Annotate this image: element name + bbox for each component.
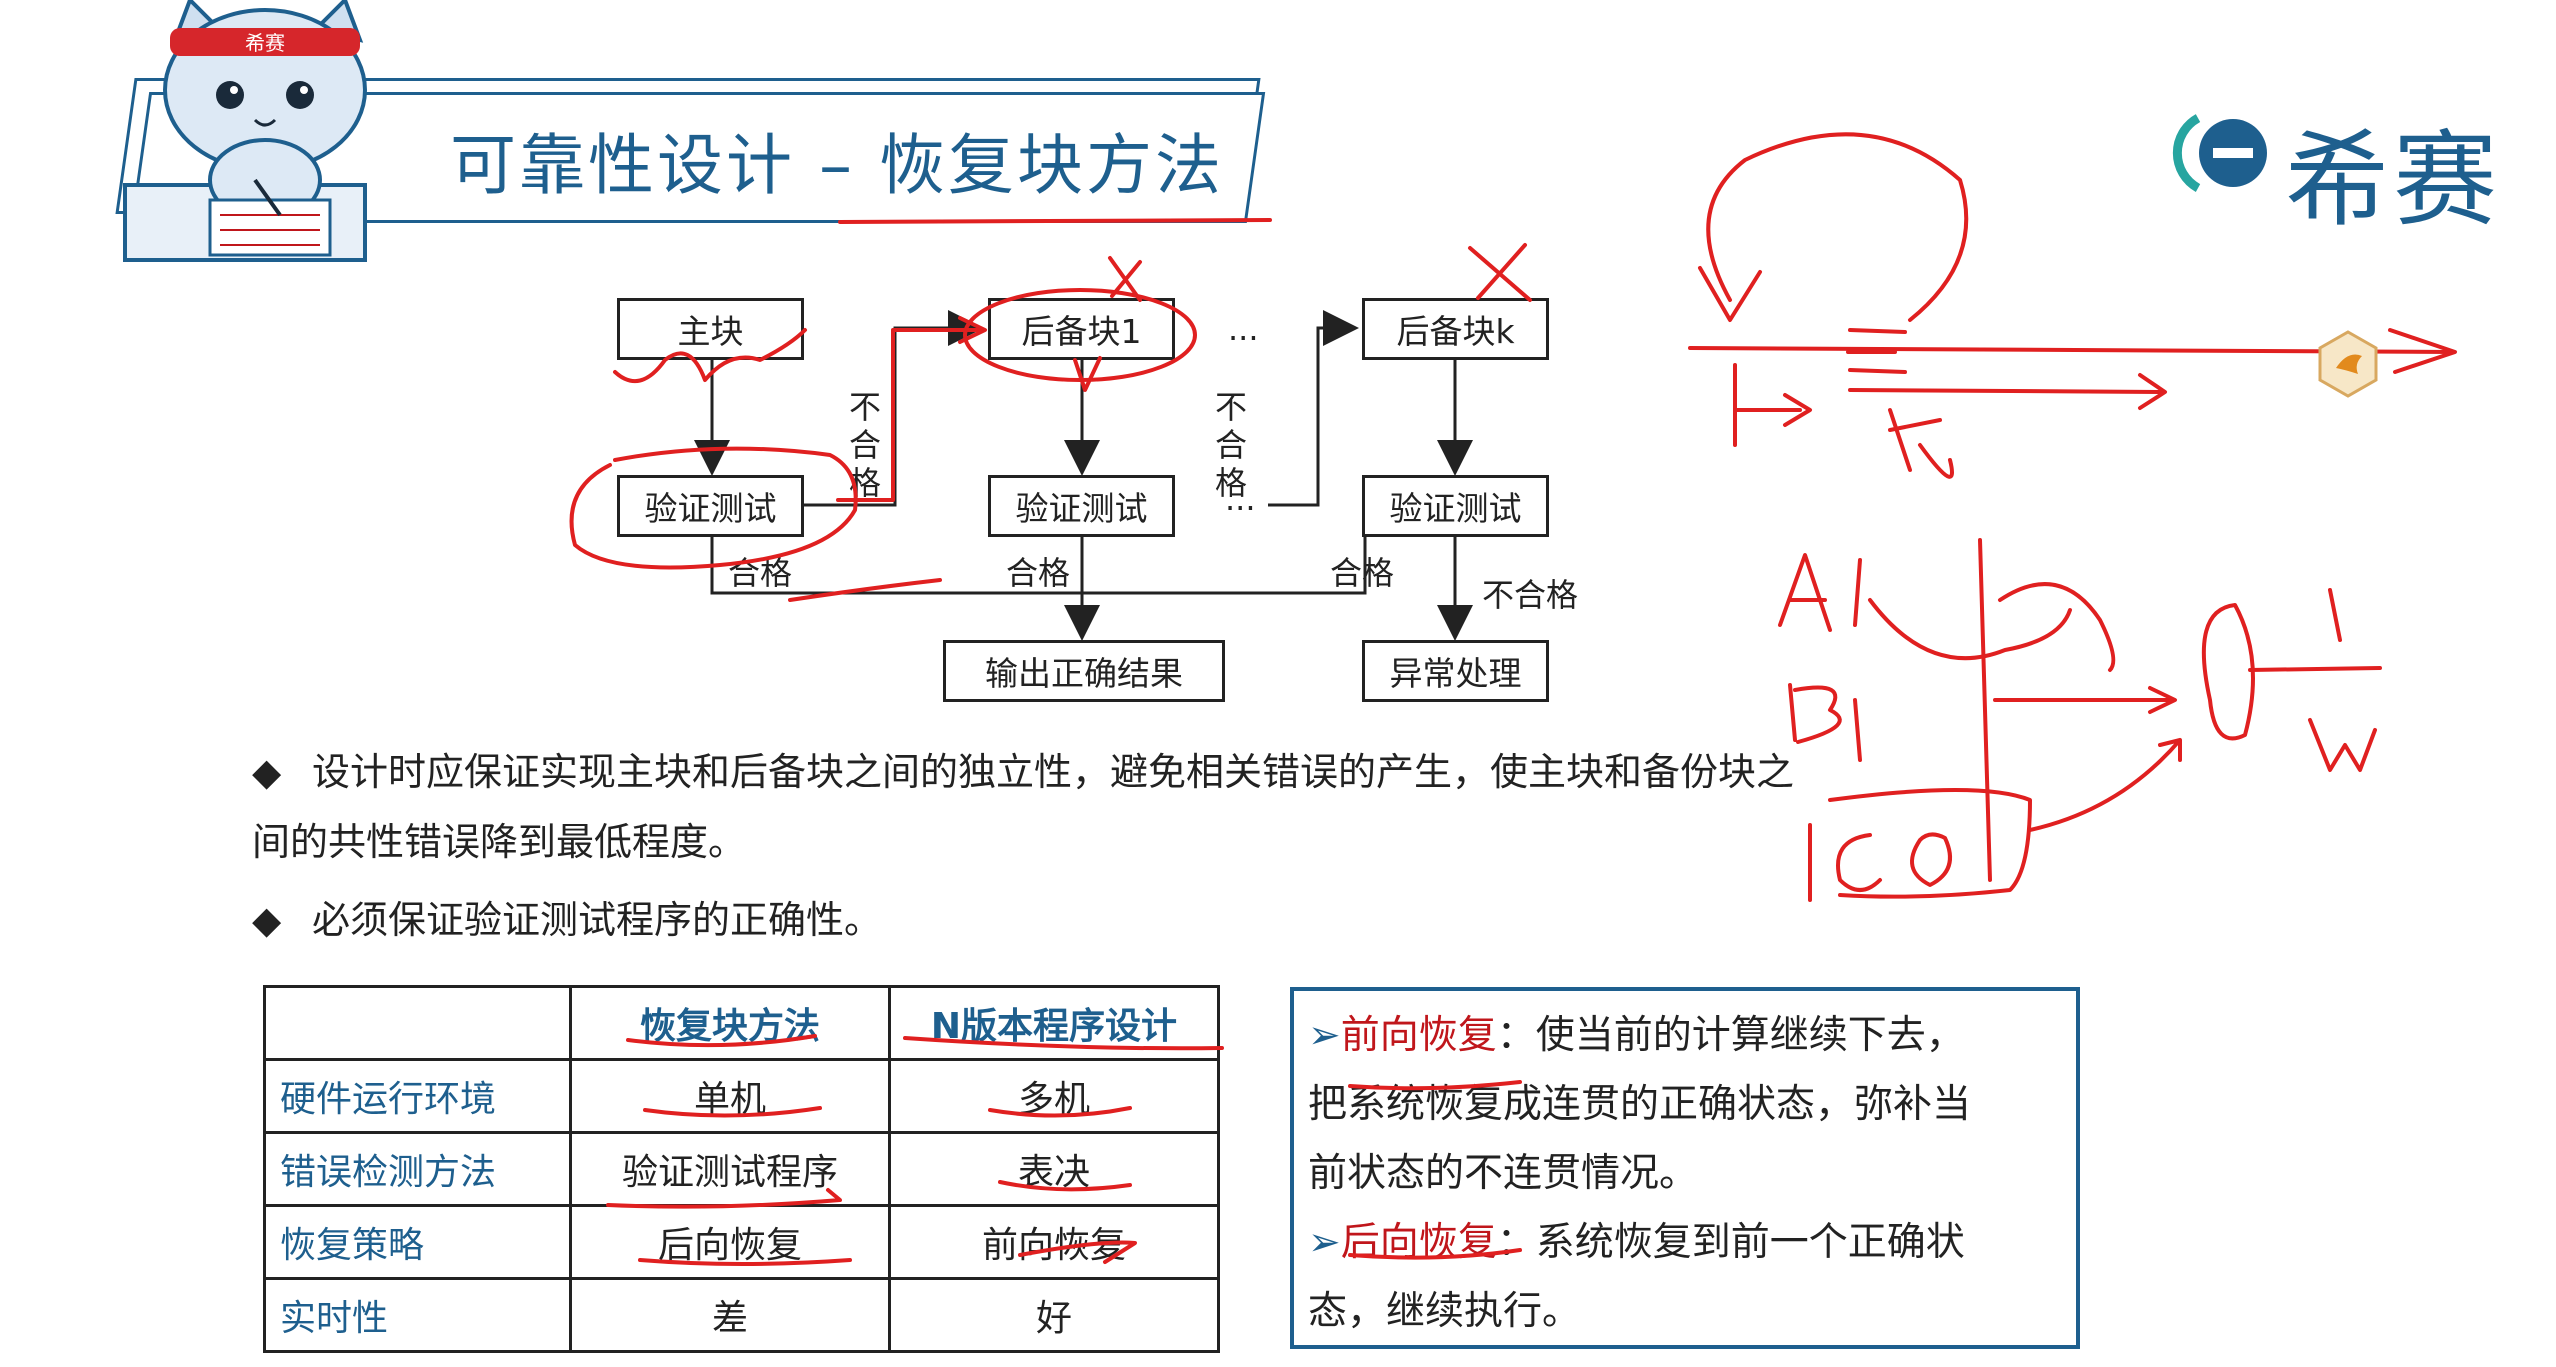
- verify-test-box-3: 验证测试: [1362, 475, 1549, 537]
- ellipsis-label: ...: [1228, 310, 1259, 348]
- bullet-verify-correctness: ◆必须保证验证测试程序的正确性。: [252, 885, 882, 955]
- table-row: 恢复策略 后向恢复 前向恢复: [263, 1204, 1220, 1280]
- table-header-row: 恢复块方法 N版本程序设计: [263, 985, 1220, 1061]
- main-block-box: 主块: [617, 298, 804, 360]
- backup-block-1-box: 后备块1: [988, 298, 1175, 360]
- pass-label-1: 合格: [728, 554, 793, 592]
- page-title: 可靠性设计 – 恢复块方法: [450, 127, 1224, 204]
- fail-label-2: 不合格: [1214, 388, 1247, 502]
- pass-label-3: 合格: [1330, 554, 1395, 592]
- verify-test-box-1: 验证测试: [617, 475, 804, 537]
- comparison-table: 恢复块方法 N版本程序设计 硬件运行环境 单机 多机 错误检测方法 验证测试程序…: [263, 985, 1220, 1353]
- table-cell: 单机: [569, 1058, 891, 1134]
- verify-test-box-2: 验证测试: [988, 475, 1175, 537]
- forward-recovery-term: 前向恢复: [1340, 1013, 1497, 1058]
- forward-recovery-line: ➢前向恢复：使当前的计算继续下去，: [1308, 1013, 1965, 1058]
- table-cell: 后向恢复: [569, 1204, 891, 1280]
- exception-handling-box: 异常处理: [1362, 640, 1549, 702]
- table-cell: 好: [888, 1277, 1220, 1353]
- diamond-bullet-icon: ◆: [252, 898, 282, 942]
- arrow-bullet-icon: ➢: [1308, 1013, 1341, 1058]
- table-header: N版本程序设计: [888, 985, 1220, 1061]
- arrow-bullet-icon: ➢: [1308, 1220, 1341, 1265]
- recovery-note-box: ➢前向恢复：使当前的计算继续下去， 把系统恢复成连贯的正确状态，弥补当 前状态的…: [1290, 987, 2080, 1349]
- backward-recovery-line: ➢后向恢复：系统恢复到前一个正确状: [1308, 1220, 1965, 1265]
- table-row-header: 恢复策略: [263, 1204, 572, 1280]
- fail-label-1: 不合格: [848, 388, 881, 502]
- hexagon-badge-icon: [2318, 330, 2378, 398]
- e-logo-icon: [2172, 114, 2267, 192]
- table-cell: 验证测试程序: [569, 1131, 891, 1207]
- backward-recovery-term: 后向恢复: [1340, 1220, 1497, 1265]
- fail-label-3: 不合格: [1482, 576, 1579, 614]
- cat-mascot-icon: 希赛: [123, 0, 367, 262]
- bullet-independence: ◆设计时应保证实现主块和后备块之间的独立性，避免相关错误的产生，使主块和备份块之…: [252, 737, 1794, 877]
- table-row-header: 实时性: [263, 1277, 572, 1353]
- table-cell: 前向恢复: [888, 1204, 1220, 1280]
- backup-block-k-box: 后备块k: [1362, 298, 1549, 360]
- output-result-box: 输出正确结果: [943, 640, 1225, 702]
- table-cell: 差: [569, 1277, 891, 1353]
- ellipsis-label-2: ...: [1225, 480, 1256, 518]
- pass-label-2: 合格: [1006, 554, 1071, 592]
- table-row: 实时性 差 好: [263, 1277, 1220, 1353]
- table-row: 错误检测方法 验证测试程序 表决: [263, 1131, 1220, 1207]
- table-cell: 表决: [888, 1131, 1220, 1207]
- table-cell: 多机: [888, 1058, 1220, 1134]
- table-row-header: 硬件运行环境: [263, 1058, 572, 1134]
- diamond-bullet-icon: ◆: [252, 750, 282, 794]
- table-row: 硬件运行环境 单机 多机: [263, 1058, 1220, 1134]
- table-row-header: 错误检测方法: [263, 1131, 572, 1207]
- mascot-badge: 希赛: [245, 31, 285, 55]
- table-header: 恢复块方法: [569, 985, 891, 1061]
- brand-logo-text: 希赛: [2285, 119, 2502, 241]
- table-corner-cell: [263, 985, 572, 1061]
